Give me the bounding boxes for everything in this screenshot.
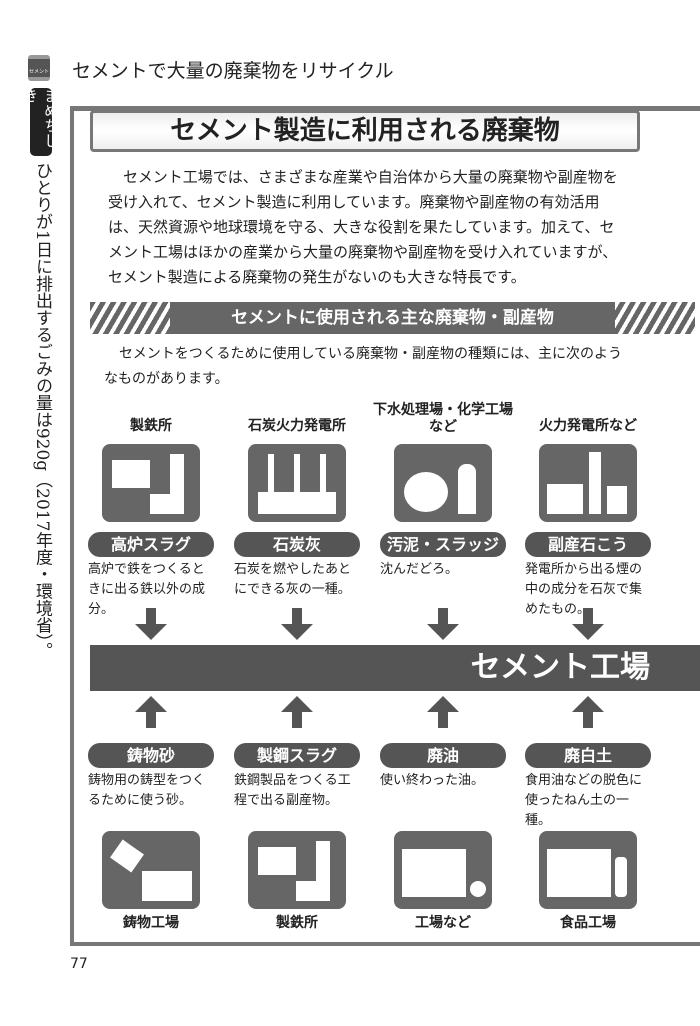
down-arrow-icon — [518, 608, 658, 640]
cement-factory-band: セメント工場 — [90, 645, 700, 691]
subsection-heading: セメントに使用される主な廃棄物・副産物 — [170, 302, 615, 334]
material-desc: 発電所から出る煙の中の成分を石灰で集めたもの。 — [525, 562, 643, 617]
bottom-item: 廃油 使い終わった油。 工場など — [373, 743, 513, 932]
intro-paragraph: セメント工場では、さまざまな産業や自治体から大量の廃棄物や副産物を受け入れて、セ… — [108, 168, 618, 286]
source-label: 工場など — [415, 915, 471, 931]
down-arrow-icon — [227, 608, 367, 640]
power-plant-chimneys-icon — [248, 444, 346, 522]
down-arrow-icon — [373, 608, 513, 640]
material-pill: 鋳物砂 — [88, 743, 214, 768]
subsection-band: セメントに使用される主な廃棄物・副産物 — [90, 302, 695, 334]
foundry-icon — [102, 831, 200, 909]
bottom-item: 製鋼スラグ 鉄鋼製品をつくる工程で出る副産物。 製鉄所 — [227, 743, 367, 932]
content-frame — [70, 106, 700, 946]
source-label: 火力発電所など — [539, 418, 637, 434]
page-number: 77 — [70, 956, 88, 972]
bottom-item: 鋳物砂 鋳物用の鋳型をつくるために使う砂。 鋳物工場 — [81, 743, 221, 932]
material-desc: 沈んだどろ。 — [380, 562, 459, 577]
material-pill: 製鋼スラグ — [234, 743, 360, 768]
cement-tab-icon: セメント — [28, 55, 50, 81]
up-arrow-icon — [81, 696, 221, 728]
source-label: 製鉄所 — [130, 418, 172, 434]
material-pill: 廃白土 — [525, 743, 651, 768]
trivia-text: ひとりが1日に排出するごみの量は920g（2017年度・環境省）。 — [32, 162, 52, 659]
material-pill: 石炭灰 — [234, 532, 360, 557]
factory-icon — [394, 831, 492, 909]
material-desc: 使い終わった油。 — [380, 773, 485, 788]
material-pill: 副産石こう — [525, 532, 651, 557]
top-item: 下水処理場・化学工場など 汚泥・スラッジ 沈んだどろ。 — [373, 402, 513, 580]
up-arrow-icon — [518, 696, 658, 728]
material-desc: 石炭を燃やしたあとにできる灰の一種。 — [234, 562, 352, 597]
steelworks-icon — [102, 444, 200, 522]
material-desc: 食用油などの脱色に使ったねん土の一種。 — [525, 773, 643, 828]
trivia-label: まめちしき — [21, 88, 60, 156]
top-item: 製鉄所 高炉スラグ 高炉で鉄をつくるときに出る鉄以外の成分。 — [81, 410, 221, 620]
subsection-paragraph: セメントをつくるために使用している廃棄物・副産物の種類には、主に次のようなものが… — [104, 346, 623, 387]
page-title: セメントで大量の廃棄物をリサイクル — [72, 60, 394, 82]
section-heading: セメント製造に利用される廃棄物 — [90, 110, 640, 152]
source-label: 石炭火力発電所 — [248, 418, 346, 434]
up-arrow-icon — [373, 696, 513, 728]
food-factory-icon — [539, 831, 637, 909]
steelworks-icon — [248, 831, 346, 909]
source-label: 鋳物工場 — [123, 915, 179, 931]
down-arrow-icon — [81, 608, 221, 640]
source-label: 食品工場 — [560, 915, 616, 931]
top-item: 火力発電所など 副産石こう 発電所から出る煙の中の成分を石灰で集めたもの。 — [518, 410, 658, 620]
top-item: 石炭火力発電所 石炭灰 石炭を燃やしたあとにできる灰の一種。 — [227, 410, 367, 600]
material-pill: 汚泥・スラッジ — [380, 532, 506, 557]
up-arrow-icon — [227, 696, 367, 728]
sewage-plant-icon — [394, 444, 492, 522]
material-desc: 鋳物用の鋳型をつくるために使う砂。 — [88, 773, 206, 808]
bottom-item: 廃白土 食用油などの脱色に使ったねん土の一種。 食品工場 — [518, 743, 658, 932]
thermal-plant-tower-icon — [539, 444, 637, 522]
material-desc: 高炉で鉄をつくるときに出る鉄以外の成分。 — [88, 562, 206, 617]
material-desc: 鉄鋼製品をつくる工程で出る副産物。 — [234, 773, 351, 808]
material-pill: 高炉スラグ — [88, 532, 214, 557]
material-pill: 廃油 — [380, 743, 506, 768]
source-label: 製鉄所 — [276, 915, 318, 931]
source-label: 下水処理場・化学工場など — [373, 402, 513, 435]
